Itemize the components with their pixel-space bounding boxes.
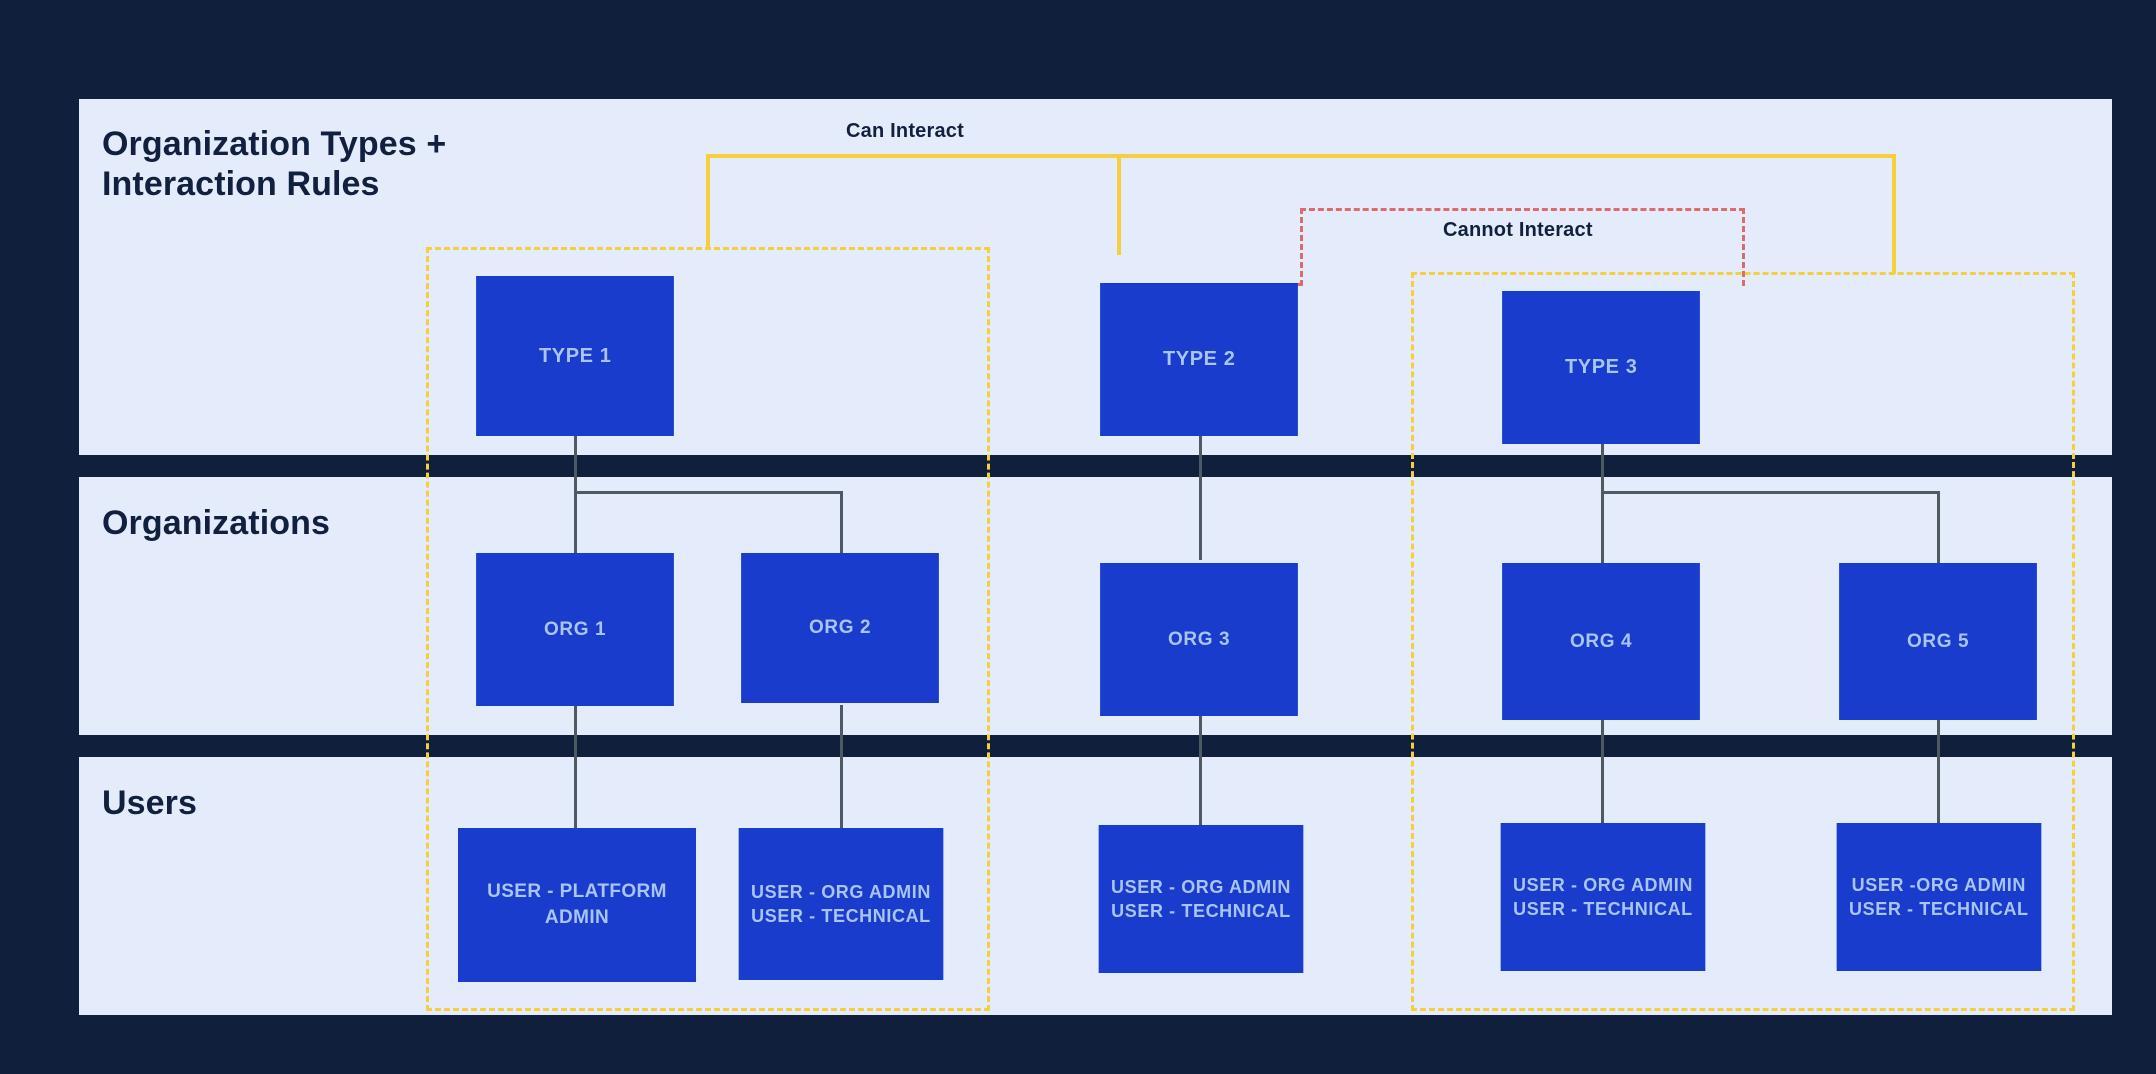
node-user-3-label: USER - ORG ADMIN USER - TECHNICAL bbox=[1111, 876, 1291, 921]
node-type-3-label: TYPE 3 bbox=[1564, 356, 1638, 378]
node-org-3-label: ORG 3 bbox=[1167, 628, 1231, 650]
band-users bbox=[79, 757, 2112, 1015]
node-org-4-label: ORG 4 bbox=[1569, 630, 1633, 652]
connector-type1-bar bbox=[574, 491, 842, 494]
node-type-2[interactable]: TYPE 2 bbox=[1100, 283, 1298, 436]
connector-type1-down bbox=[574, 434, 577, 493]
connector-org2-up bbox=[840, 491, 843, 553]
can-interact-bracket-left-stem bbox=[706, 154, 710, 249]
node-user-1[interactable]: USER - PLATFORM ADMIN bbox=[458, 828, 696, 982]
node-user-5[interactable]: USER -ORG ADMIN USER - TECHNICAL bbox=[1836, 823, 2042, 971]
node-user-1-label: USER - PLATFORM ADMIN bbox=[487, 881, 667, 928]
can-interact-label: Can Interact bbox=[846, 120, 964, 142]
can-interact-bracket-right-stem bbox=[1892, 154, 1896, 274]
connector-org2-down bbox=[840, 705, 843, 830]
node-type-1[interactable]: TYPE 1 bbox=[476, 276, 674, 436]
node-user-3[interactable]: USER - ORG ADMIN USER - TECHNICAL bbox=[1098, 825, 1304, 973]
node-user-4[interactable]: USER - ORG ADMIN USER - TECHNICAL bbox=[1500, 823, 1706, 971]
connector-type3-bar bbox=[1601, 491, 1940, 494]
connector-org5-down bbox=[1937, 718, 1940, 823]
node-org-5[interactable]: ORG 5 bbox=[1839, 563, 2037, 720]
connector-org5-up bbox=[1937, 491, 1940, 563]
band-organization-types bbox=[79, 99, 2112, 455]
page-title-organization-types: Organization Types + Interaction Rules bbox=[102, 125, 447, 204]
node-org-2[interactable]: ORG 2 bbox=[741, 553, 939, 703]
node-type-2-label: TYPE 2 bbox=[1162, 348, 1236, 370]
node-org-1[interactable]: ORG 1 bbox=[476, 553, 674, 706]
can-interact-bracket-top bbox=[706, 154, 1896, 158]
node-org-2-label: ORG 2 bbox=[808, 617, 872, 639]
node-user-5-label: USER -ORG ADMIN USER - TECHNICAL bbox=[1849, 874, 2029, 919]
connector-org1-up bbox=[574, 491, 577, 553]
connector-type3-down bbox=[1601, 434, 1604, 493]
node-user-2-label: USER - ORG ADMIN USER - TECHNICAL bbox=[751, 881, 931, 926]
connector-org4-up bbox=[1601, 491, 1604, 563]
node-org-3[interactable]: ORG 3 bbox=[1100, 563, 1298, 716]
band-organizations bbox=[79, 477, 2112, 735]
section-title-organizations: Organizations bbox=[102, 504, 330, 542]
node-type-1-label: TYPE 1 bbox=[538, 344, 612, 367]
connector-org4-down bbox=[1601, 718, 1604, 823]
connector-org1-down bbox=[574, 705, 577, 830]
can-interact-bracket-mid-stem bbox=[1117, 154, 1121, 255]
node-user-4-label: USER - ORG ADMIN USER - TECHNICAL bbox=[1513, 874, 1693, 919]
cannot-interact-bracket bbox=[1300, 208, 1745, 286]
section-title-users: Users bbox=[102, 784, 198, 822]
connector-org3-down bbox=[1199, 705, 1202, 825]
connector-type2-down bbox=[1199, 434, 1202, 560]
cannot-interact-label: Cannot Interact bbox=[1443, 219, 1593, 241]
node-user-2[interactable]: USER - ORG ADMIN USER - TECHNICAL bbox=[738, 828, 944, 980]
node-org-1-label: ORG 1 bbox=[543, 618, 607, 640]
node-type-3[interactable]: TYPE 3 bbox=[1502, 291, 1700, 444]
node-org-4[interactable]: ORG 4 bbox=[1502, 563, 1700, 720]
node-org-5-label: ORG 5 bbox=[1906, 630, 1970, 652]
